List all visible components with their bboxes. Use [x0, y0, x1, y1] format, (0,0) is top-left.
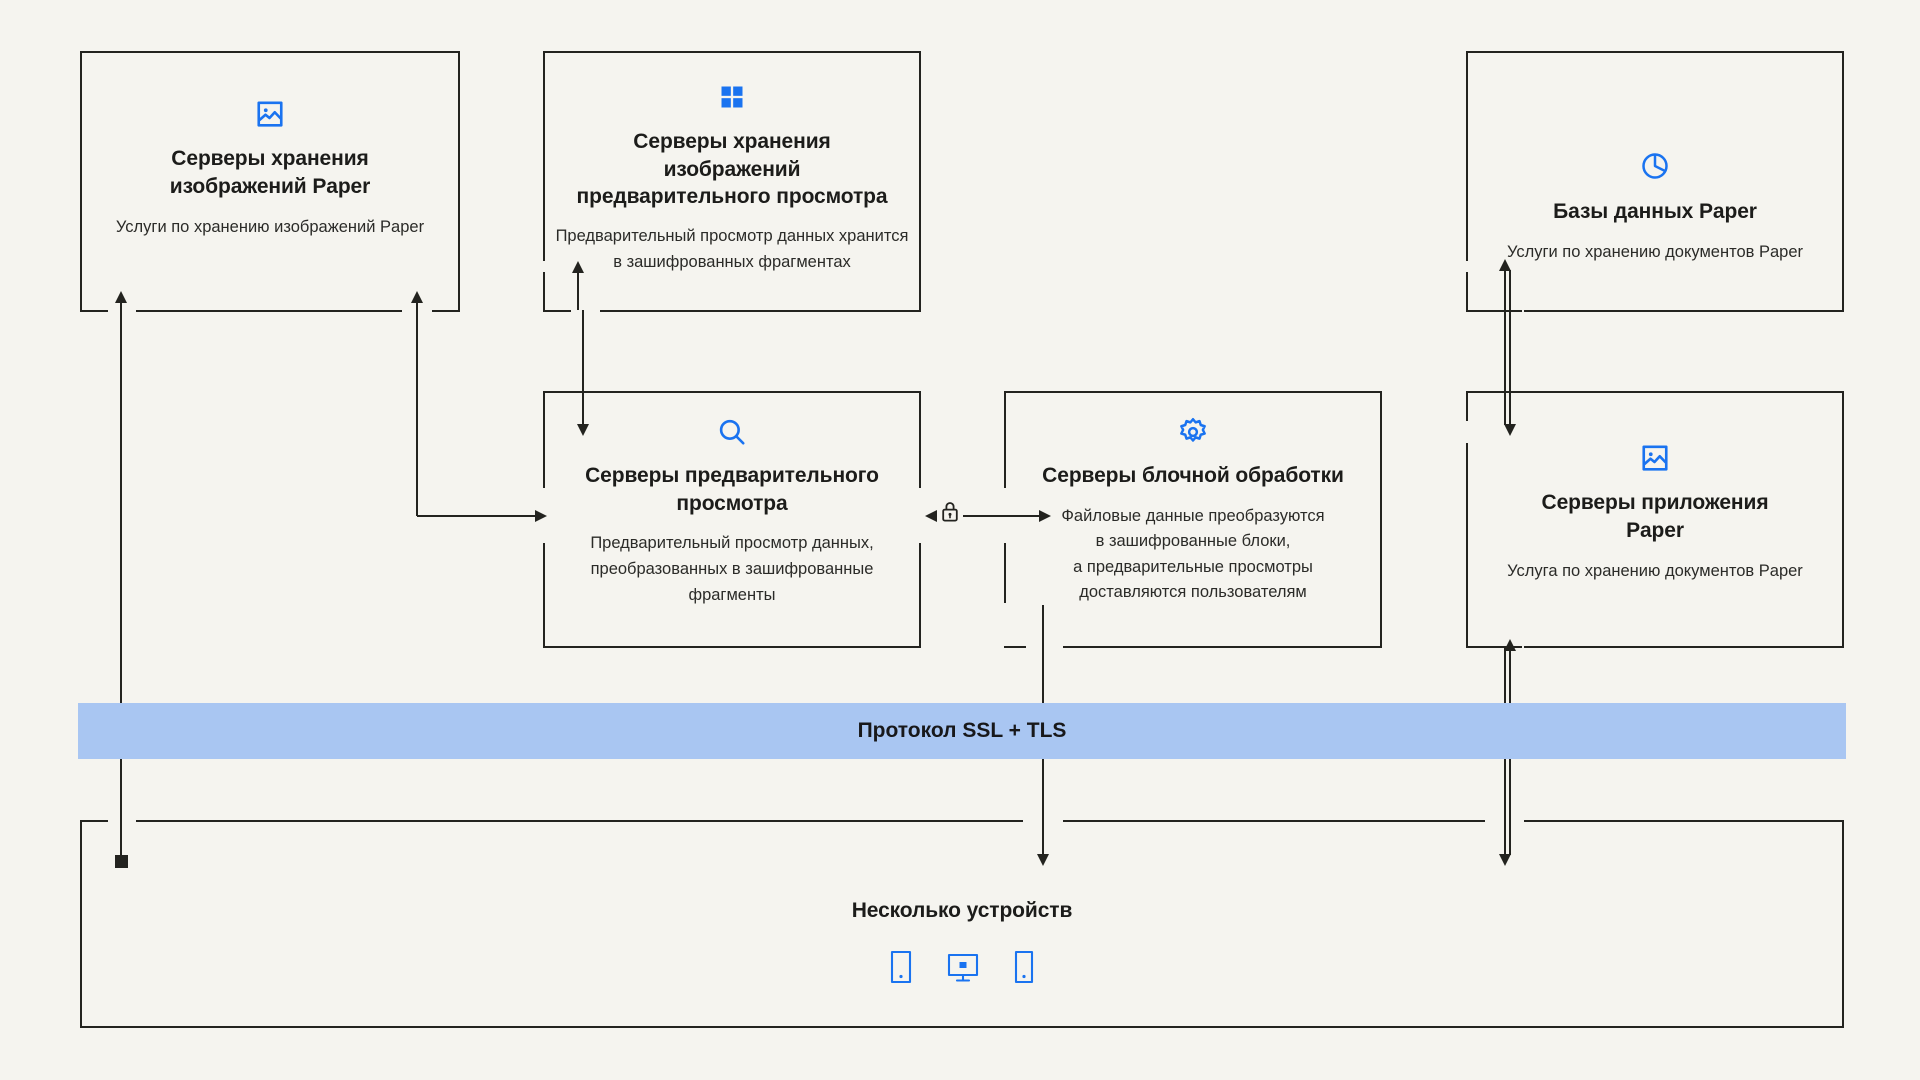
magnifier-icon [717, 417, 747, 447]
node-border-left-seg [543, 272, 545, 312]
node-border-right [1380, 391, 1382, 648]
device-icon-row [888, 950, 1036, 984]
node-border-bottom-seg [432, 310, 460, 312]
pie-chart-icon [1640, 151, 1670, 181]
node-title-line: Серверы приложения [1541, 491, 1769, 514]
node-title-line: просмотра [676, 491, 788, 515]
node-border-left [80, 820, 82, 1028]
node-desc-line: доставляются пользователям [1079, 583, 1307, 602]
node-desc-line: Услуги по хранению изображений Paper [115, 218, 425, 237]
node-border-left [1466, 51, 1468, 261]
node-border-right [1842, 391, 1844, 648]
node-border-top [1466, 51, 1844, 53]
node-paper-image-storage[interactable]: Серверы хранения изображений Paper Услуг… [80, 51, 460, 312]
node-border-top [1466, 391, 1844, 393]
image-icon [1640, 443, 1670, 473]
node-title-line: Базы данных Paper [1553, 200, 1757, 223]
node-desc-line: в зашифрованных фрагментах [613, 252, 851, 271]
node-border-left-seg [1004, 391, 1006, 488]
node-title-line: Серверы хранения [171, 147, 369, 170]
node-title-line: Несколько устройств [851, 899, 1073, 922]
node-title-line: Paper [1626, 518, 1684, 542]
node-desc-line: фрагменты [688, 585, 776, 604]
tablet-icon [888, 950, 914, 984]
node-border-right [458, 51, 460, 312]
node-border-left-seg [1466, 443, 1468, 648]
node-border-bottom-seg [1466, 646, 1522, 648]
node-preview-servers[interactable]: Серверы предварительного просмотра Предв… [543, 391, 921, 648]
node-border-right [1842, 820, 1844, 1028]
node-border-top [543, 51, 921, 53]
node-desc-line: Услуги по хранению документов Paper [1506, 242, 1804, 261]
node-border-left [543, 51, 545, 261]
ssl-tls-label: Протокол SSL + TLS [857, 719, 1067, 742]
node-border-top [1004, 391, 1382, 393]
node-desc-line: преобразованных в зашифрованные [590, 560, 874, 578]
grid-squares-icon [718, 83, 746, 111]
node-border-top-seg [136, 820, 1023, 822]
gear-icon [1178, 417, 1208, 447]
node-border-bottom-seg [543, 310, 571, 312]
node-desc-line: Предварительный просмотр данных хранится [555, 227, 909, 246]
node-border-left-seg [1466, 272, 1468, 312]
node-desc-line: а предварительные просмотры [1073, 557, 1313, 576]
node-border-bottom-seg [1524, 646, 1844, 648]
node-desc-line: Файловые данные преобразуются [1061, 506, 1325, 525]
node-border-right [919, 51, 921, 312]
node-paper-databases[interactable]: Базы данных Paper Услуги по хранению док… [1466, 51, 1844, 312]
desktop-monitor-icon [946, 950, 980, 984]
node-title-line: Серверы хранения [633, 130, 831, 153]
node-border-right-seg [919, 391, 921, 488]
node-title-line: Серверы предварительного [585, 464, 879, 487]
node-border-right [1842, 51, 1844, 312]
phone-icon [1012, 950, 1036, 984]
node-border-bottom-seg [136, 310, 402, 312]
node-border-top [80, 51, 460, 53]
node-title-line: Серверы блочной обработки [1042, 464, 1344, 487]
node-border-left-seg [543, 543, 545, 648]
node-title-line: предварительного просмотра [576, 185, 888, 209]
image-icon [255, 99, 285, 129]
node-border-left-seg [1466, 391, 1468, 421]
node-border-top-seg [1063, 820, 1485, 822]
node-border-bottom-seg [1466, 310, 1522, 312]
node-border-left-seg [543, 391, 545, 488]
ssl-tls-banner: Протокол SSL + TLS [78, 703, 1846, 759]
node-border-top-seg [1524, 820, 1844, 822]
node-border-left [80, 51, 82, 312]
node-desc-line: Услуга по хранению документов Paper [1507, 562, 1803, 581]
node-title-line: изображений Paper [169, 174, 371, 198]
node-preview-image-storage[interactable]: Серверы хранения изображений предварител… [543, 51, 921, 312]
node-border-bottom-seg [80, 310, 108, 312]
node-border-right-seg [919, 543, 921, 648]
node-title-line: изображений [663, 157, 801, 181]
node-border-bottom-seg [1063, 646, 1382, 648]
node-border-bottom-seg [600, 310, 921, 312]
node-desc-line: Предварительный просмотр данных, [590, 534, 874, 553]
node-border-bottom-seg [1004, 646, 1026, 648]
node-border-bottom [80, 1026, 1844, 1028]
node-multiple-devices[interactable]: Несколько устройств [80, 820, 1844, 1028]
padlock-icon [937, 498, 963, 526]
node-border-top-seg [80, 820, 108, 822]
node-paper-app-servers[interactable]: Серверы приложения Paper Услуга по хране… [1466, 391, 1844, 648]
node-border-top [543, 391, 921, 393]
node-border-left-seg [1004, 543, 1006, 603]
node-block-processing-servers[interactable]: Серверы блочной обработки Файловые данны… [1004, 391, 1382, 648]
node-desc-line: в зашифрованные блоки, [1095, 532, 1291, 551]
node-border-bottom [543, 646, 921, 648]
node-border-bottom-seg [1524, 310, 1844, 312]
